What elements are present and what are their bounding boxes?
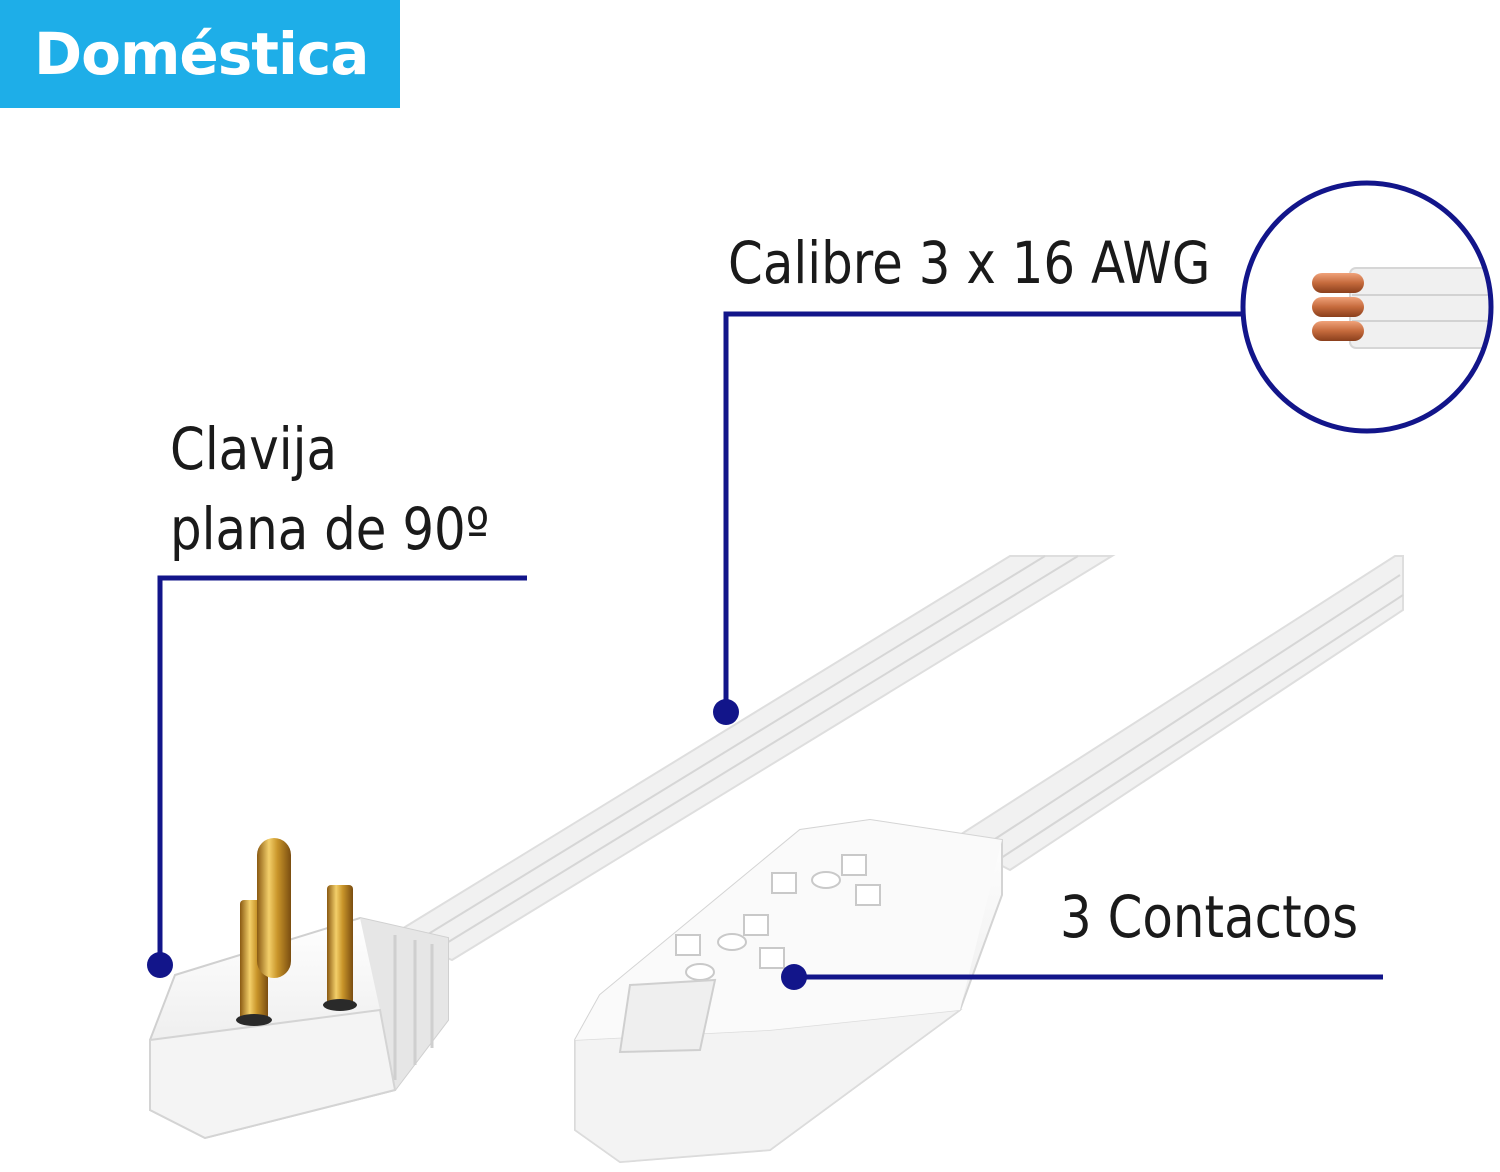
copper-wire-icon [1240,180,1494,434]
callout-contactos-dot [781,964,807,990]
clavija-label-line1: Clavija [170,415,338,483]
clavija-label-line2: plana de 90º [170,495,490,563]
callout-clavija [157,575,527,965]
callout-clavija-dot [147,952,173,978]
category-badge: Doméstica [0,0,400,108]
callout-calibre [723,311,1243,712]
plug-90-degree-icon [149,838,449,1140]
category-badge-label: Doméstica [34,20,369,88]
calibre-label: Calibre 3 x 16 AWG [728,229,1211,297]
cable-right [950,555,1404,872]
power-strip-icon [574,818,1003,1164]
contactos-label: 3 Contactos [1060,883,1359,951]
cable-left [389,555,1116,962]
callout-calibre-dot [713,699,739,725]
